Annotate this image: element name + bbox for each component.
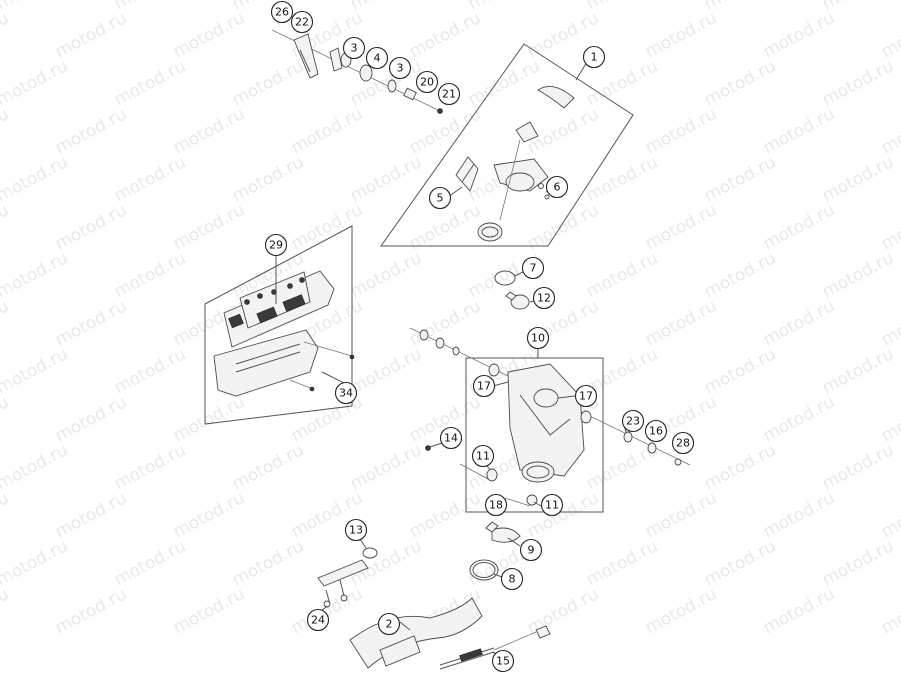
- callout-label: 17: [477, 380, 491, 393]
- callout-3a: 3: [342, 36, 366, 60]
- header-pipe-and-sensor: [349, 597, 551, 670]
- callout-label: 34: [339, 387, 353, 400]
- callout-1: 1: [582, 45, 606, 69]
- callout-label: 16: [649, 425, 663, 438]
- callout-label: 3: [397, 62, 404, 75]
- callout-label: 21: [442, 88, 456, 101]
- callout-label: 14: [444, 432, 458, 445]
- callout-labels: 26 22 3 4 3 20 21 1 5 6 29 7 12 10 34 17…: [264, 0, 695, 673]
- callout-21: 21: [437, 82, 461, 106]
- callout-28: 28: [671, 431, 695, 455]
- callout-label: 10: [531, 332, 545, 345]
- callout-8: 8: [500, 567, 524, 591]
- lower-clamp-and-gasket: [469, 521, 521, 581]
- callout-label: 3: [351, 42, 358, 55]
- callout-label: 5: [437, 192, 444, 205]
- callout-29: 29: [264, 233, 288, 257]
- callout-label: 22: [295, 16, 309, 29]
- callout-label: 6: [554, 181, 561, 194]
- callout-label: 28: [676, 437, 690, 450]
- callout-label: 29: [269, 239, 283, 252]
- group-frame-heat-shield: [204, 225, 353, 425]
- callout-5: 5: [428, 186, 452, 210]
- callout-17a: 17: [472, 374, 496, 398]
- callout-2: 2: [377, 612, 401, 636]
- gasket-and-clamp: [494, 270, 530, 310]
- callout-13: 13: [344, 518, 368, 542]
- callout-23: 23: [621, 409, 645, 433]
- callout-3b: 3: [388, 56, 412, 80]
- callout-12: 12: [532, 286, 556, 310]
- group-frame-catalyst: [465, 357, 604, 513]
- callout-label: 12: [537, 292, 551, 305]
- callout-label: 13: [349, 524, 363, 537]
- callout-14: 14: [439, 426, 463, 450]
- callout-label: 9: [528, 544, 535, 557]
- callout-9: 9: [519, 538, 543, 562]
- callout-17b: 17: [574, 384, 598, 408]
- callout-label: 18: [489, 499, 503, 512]
- callout-20: 20: [415, 70, 439, 94]
- group-frame-muffler: [380, 43, 634, 247]
- callout-label: 2: [386, 618, 393, 631]
- callout-18: 18: [484, 493, 508, 517]
- callout-24: 24: [306, 608, 330, 632]
- callout-label: 24: [311, 614, 325, 627]
- callout-16: 16: [644, 419, 668, 443]
- callout-34: 34: [334, 381, 358, 405]
- callout-7: 7: [521, 256, 545, 280]
- callout-label: 7: [530, 262, 537, 275]
- callout-label: 17: [579, 390, 593, 403]
- callout-label: 8: [509, 573, 516, 586]
- header-gasket-and-studs: [317, 547, 378, 608]
- callout-label: 15: [496, 655, 510, 668]
- catalyst-assembly: [409, 327, 691, 507]
- callout-6: 6: [545, 175, 569, 199]
- callout-10: 10: [526, 326, 550, 350]
- callout-label: 20: [420, 76, 434, 89]
- callout-label: 23: [626, 415, 640, 428]
- callout-label: 11: [476, 450, 490, 463]
- heat-shield-assembly: [213, 270, 355, 397]
- callout-label: 11: [545, 499, 559, 512]
- callout-11a: 11: [471, 444, 495, 468]
- callout-26: 26: [270, 0, 294, 24]
- callout-label: 26: [275, 6, 289, 19]
- muffler-assembly: [455, 85, 575, 242]
- callout-label: 4: [374, 52, 381, 65]
- callout-4: 4: [365, 46, 389, 70]
- callout-15: 15: [491, 649, 515, 673]
- leader-lines: [275, 56, 627, 655]
- callout-22: 22: [290, 10, 314, 34]
- callout-label: 1: [591, 51, 598, 64]
- callout-11b: 11: [540, 493, 564, 517]
